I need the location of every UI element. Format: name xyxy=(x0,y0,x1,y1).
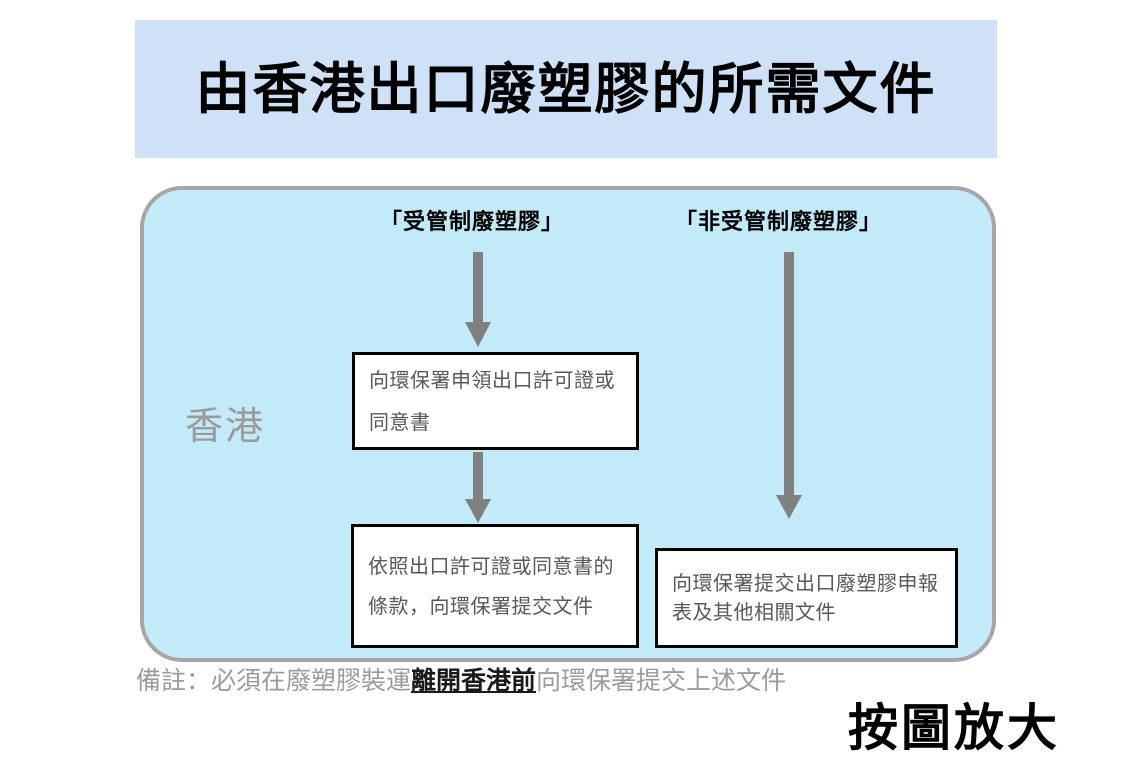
arrow-down-icon-permit-to-submit xyxy=(465,452,491,523)
footnote-suffix: 向環保署提交上述文件 xyxy=(536,666,787,695)
column-heading-controlled-waste-plastic: 「受管制廢塑膠」 xyxy=(380,210,565,235)
footnote-emphasis: 離開香港前 xyxy=(411,666,537,695)
process-box-submit-documents: 依照出口許可證或同意書的條款，向環保署提交文件 xyxy=(351,524,639,648)
page-title: 由香港出口廢塑膠的所需文件 xyxy=(195,56,937,121)
process-box-submit-declaration-form: 向環保署提交出口廢塑膠申報表及其他相關文件 xyxy=(655,548,958,648)
process-box-permit-text: 向環保署申領出口許可證或同意書 xyxy=(369,368,615,434)
title-band: 由香港出口廢塑膠的所需文件 xyxy=(135,20,997,158)
zoom-hint-label[interactable]: 按圖放大 xyxy=(848,698,1060,757)
arrow-down-icon-uncontrolled-to-declaration xyxy=(776,252,802,519)
arrow-down-icon-controlled-to-permit xyxy=(465,252,491,347)
column-heading-uncontrolled-waste-plastic: 「非受管制廢塑膠」 xyxy=(675,210,883,235)
footnote-prefix: 備註：必須在廢塑膠裝運 xyxy=(136,666,412,695)
hong-kong-region-label: 香港 xyxy=(185,404,266,448)
process-box-apply-export-permit: 向環保署申領出口許可證或同意書 xyxy=(352,352,639,450)
process-box-submit-documents-text: 依照出口許可證或同意書的條款，向環保署提交文件 xyxy=(368,554,614,618)
process-box-declaration-text: 向環保署提交出口廢塑膠申報表及其他相關文件 xyxy=(672,571,939,624)
footnote: 備註：必須在廢塑膠裝運離開香港前向環保署提交上述文件 xyxy=(136,666,786,696)
